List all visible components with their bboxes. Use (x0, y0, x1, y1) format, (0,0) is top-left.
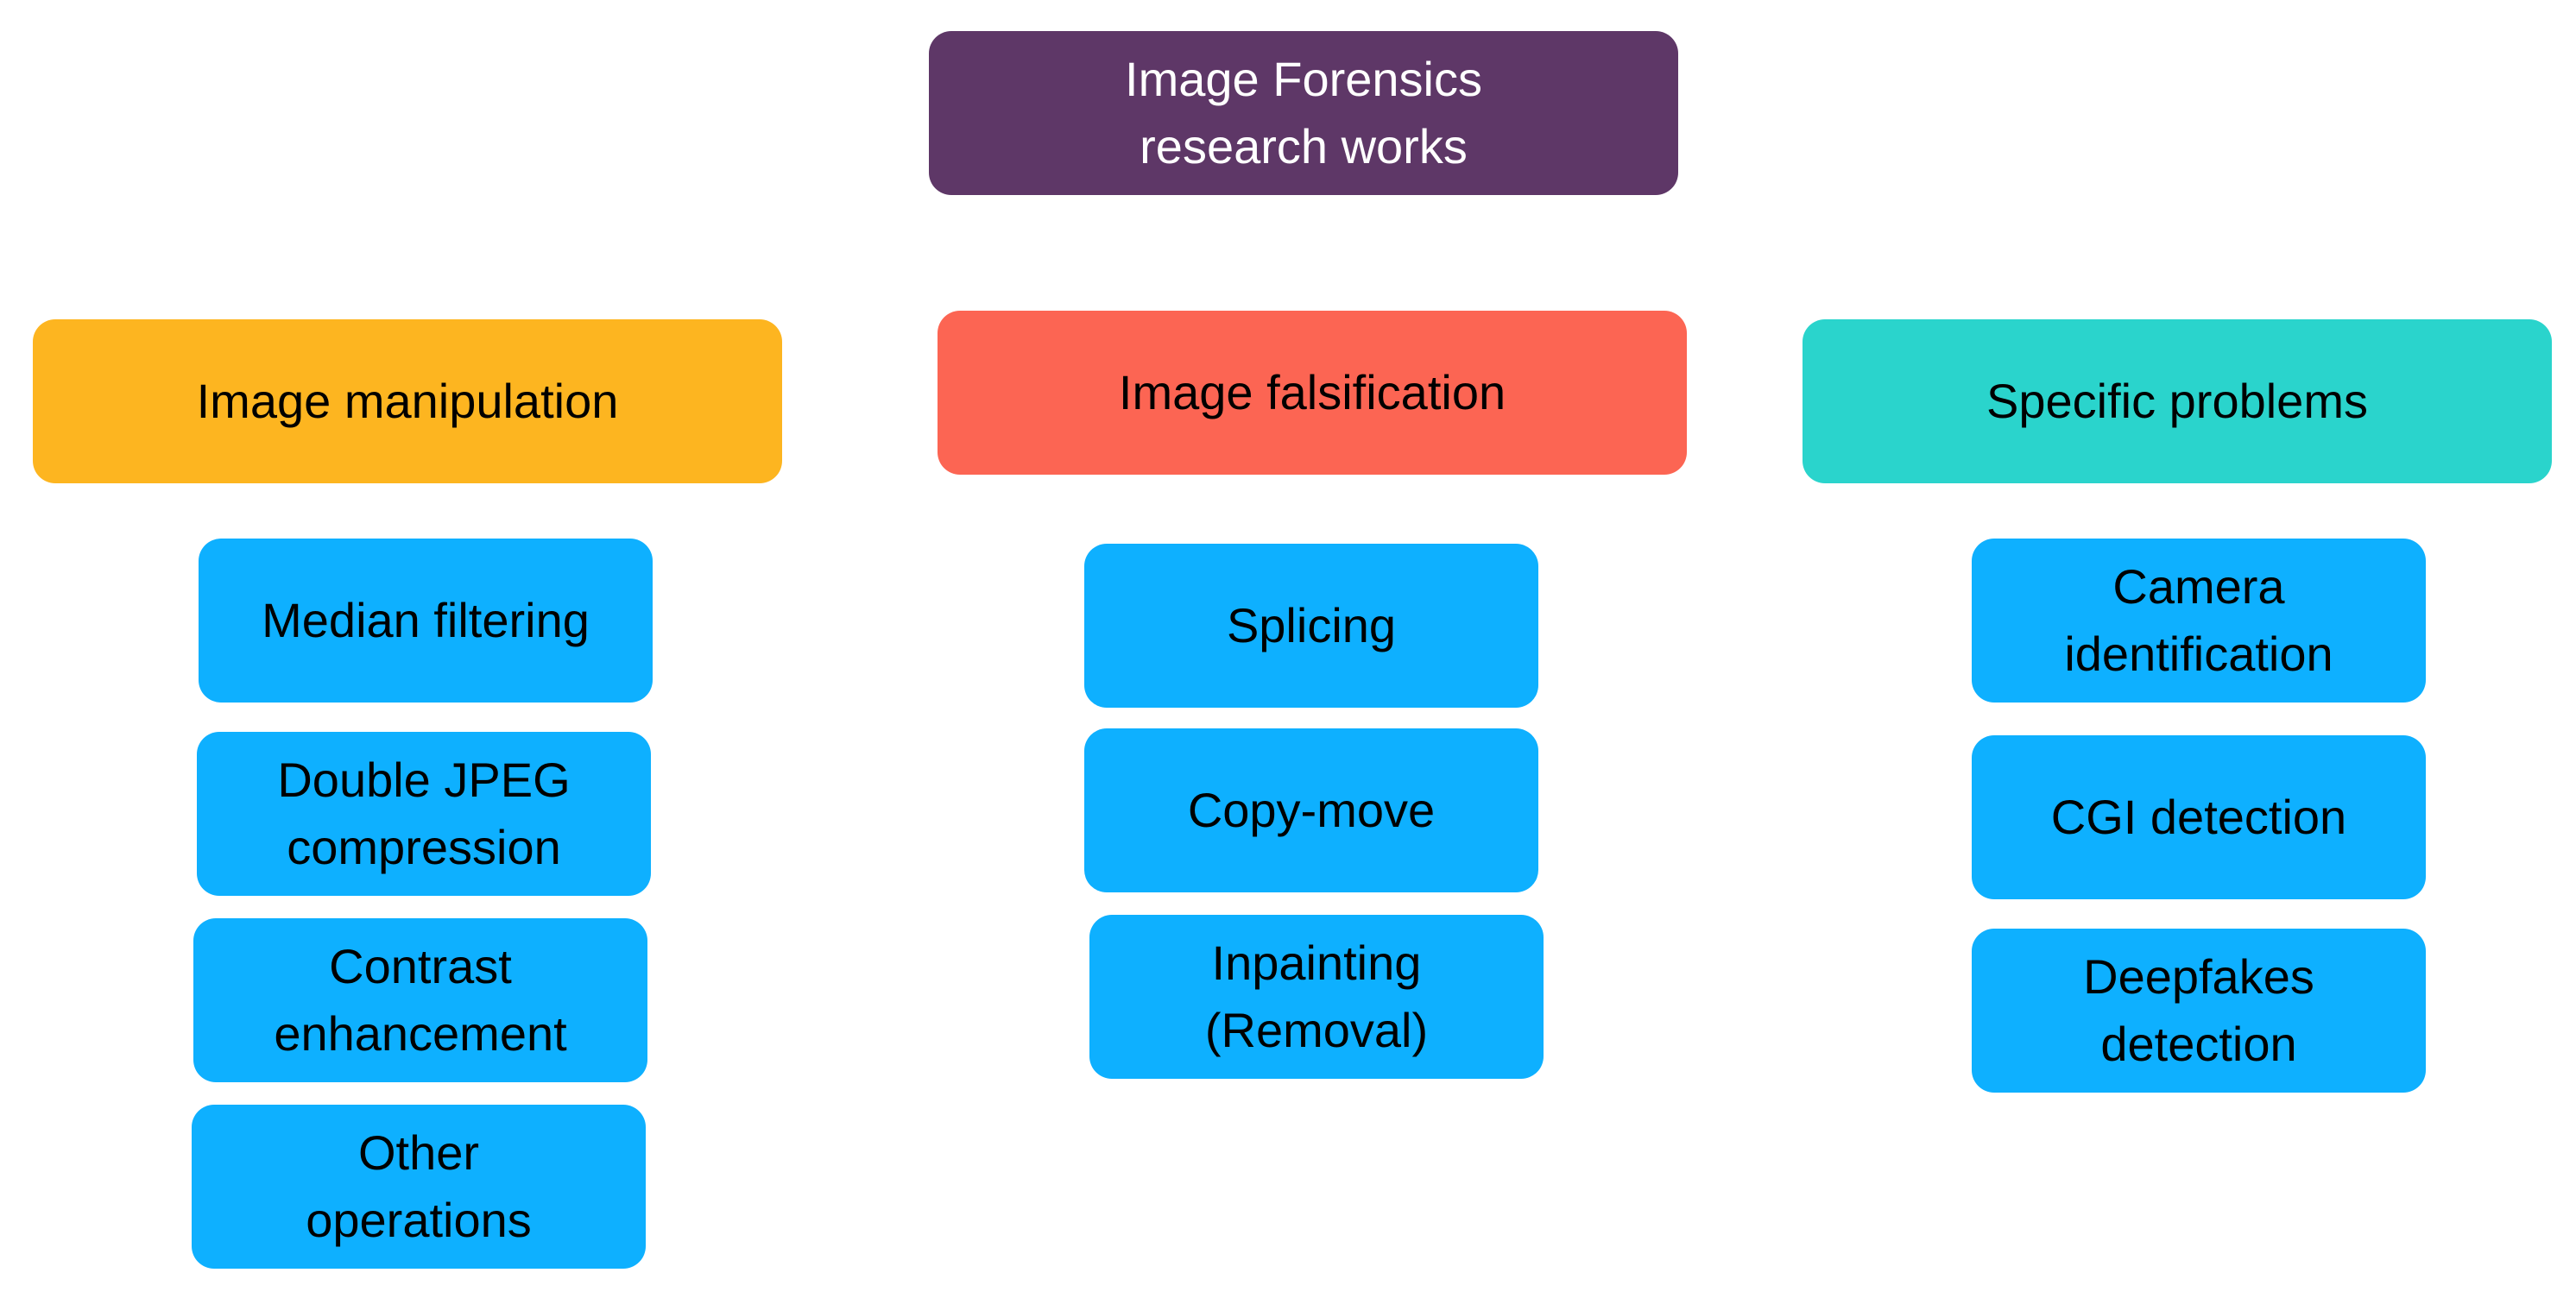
category-image-falsification: Image falsification (938, 311, 1687, 475)
leaf-cgi-detection: CGI detection (1972, 735, 2426, 899)
leaf-camera-identification: Camera identification (1972, 539, 2426, 703)
leaf-label: Inpainting (Removal) (1204, 936, 1429, 1057)
leaf-label: Copy-move (1187, 783, 1436, 837)
category-image-manipulation: Image manipulation (33, 319, 782, 483)
leaf-label: Deepfakes detection (2083, 949, 2314, 1071)
leaf-deepfakes-detection: Deepfakes detection (1972, 929, 2426, 1093)
leaf-label: Other operations (306, 1125, 532, 1247)
leaf-double-jpeg-compression: Double JPEG compression (197, 732, 651, 896)
leaf-contrast-enhancement: Contrast enhancement (193, 918, 647, 1082)
root-node-label: Image Forensics research works (1125, 52, 1482, 173)
leaf-label: Splicing (1226, 598, 1397, 652)
leaf-copy-move: Copy-move (1084, 728, 1538, 892)
leaf-median-filtering: Median filtering (199, 539, 653, 703)
category-specific-problems: Specific problems (1803, 319, 2552, 483)
leaf-label: Camera identification (2064, 559, 2333, 681)
leaf-label: Contrast enhancement (274, 939, 567, 1061)
leaf-label: Median filtering (262, 593, 590, 647)
category-label: Specific problems (1986, 374, 2368, 428)
root-node: Image Forensics research works (929, 31, 1678, 195)
leaf-inpainting-removal: Inpainting (Removal) (1089, 915, 1544, 1079)
leaf-label: CGI detection (2050, 790, 2347, 844)
category-label: Image manipulation (196, 374, 619, 428)
leaf-splicing: Splicing (1084, 544, 1538, 708)
leaf-label: Double JPEG compression (277, 753, 571, 874)
category-label: Image falsification (1118, 365, 1506, 419)
leaf-other-operations: Other operations (192, 1105, 646, 1269)
